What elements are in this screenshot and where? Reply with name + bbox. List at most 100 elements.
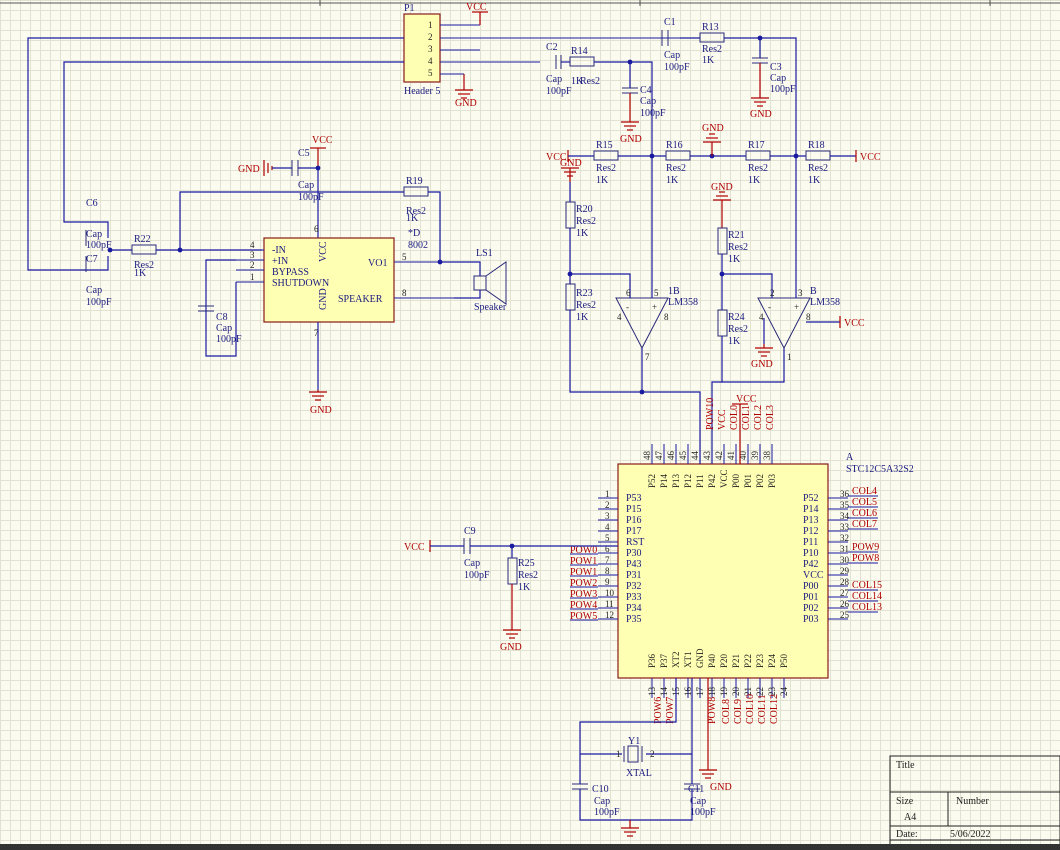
mcu-bottom-pin-name: P36 bbox=[647, 653, 657, 668]
mcu-left-net: POW1 bbox=[570, 567, 597, 578]
vo1-n2: 2 bbox=[250, 260, 255, 270]
r13-ref: R13 bbox=[702, 22, 719, 33]
mcu-bottom-pin-name: P24 bbox=[767, 653, 777, 668]
r16-ref: R16 bbox=[666, 140, 683, 151]
r20-val: 1K bbox=[576, 228, 589, 239]
mcu-left-pin-name: P31 bbox=[626, 570, 642, 581]
op1b-part: LM358 bbox=[668, 297, 698, 308]
c2-type: Cap bbox=[546, 74, 562, 85]
mcu-right-net: COL5 bbox=[852, 497, 877, 508]
r20-gnd: GND bbox=[560, 158, 582, 169]
mcu-right-pin-name: P12 bbox=[803, 526, 819, 537]
r20-type: Res2 bbox=[576, 216, 596, 227]
mcu-gnd: GND bbox=[710, 782, 732, 793]
mcu-bottom-pin-name: XT2 bbox=[671, 652, 681, 669]
r24-type: Res2 bbox=[728, 324, 748, 335]
mcu-right-net: COL4 bbox=[852, 486, 877, 497]
mcu-top-pin-num: 43 bbox=[702, 451, 712, 461]
title-block: Title Size A4 Number Date: 5/06/2022 bbox=[889, 755, 1060, 850]
r17-val: 1K bbox=[748, 175, 761, 186]
r17-type: Res2 bbox=[748, 163, 768, 174]
c6-ref: C6 bbox=[86, 198, 98, 209]
c6-type: Cap bbox=[86, 229, 102, 240]
mcu-top-net: COL0 bbox=[729, 405, 740, 430]
vo1-n5: 5 bbox=[402, 252, 407, 262]
vo1-in-pos: +IN bbox=[272, 256, 288, 267]
mcu-left-pin-num: 6 bbox=[605, 544, 610, 554]
mcu-right-pin-num: 28 bbox=[840, 577, 850, 587]
mcu-right-pin-name: P42 bbox=[803, 559, 819, 570]
r19-val: 1K bbox=[406, 213, 419, 224]
c7-ref: C7 bbox=[86, 254, 98, 265]
mcu-bottom-pin-name: P40 bbox=[707, 653, 717, 668]
r14-val: 1K bbox=[571, 76, 584, 87]
vo1-n7: 7 bbox=[314, 328, 319, 338]
title-label: Title bbox=[896, 760, 915, 771]
mcu-top-pin-name: P02 bbox=[755, 474, 765, 488]
mcu-bottom-pin-num: 16 bbox=[683, 687, 693, 697]
r22-type: Res2 bbox=[134, 260, 154, 271]
mcu-left-pin-num: 2 bbox=[605, 500, 610, 510]
mcu-bottom-net: POW8 bbox=[707, 697, 718, 724]
mcu-part: STC12C5A32S2 bbox=[846, 464, 914, 475]
c1-type: Cap bbox=[664, 50, 680, 61]
y1-n2: 2 bbox=[650, 749, 655, 759]
mcu-left-pin-name: P33 bbox=[626, 592, 642, 603]
c5-ref: C5 bbox=[298, 148, 310, 159]
op1b-n4: 4 bbox=[617, 312, 622, 322]
op2b-vcc: VCC bbox=[844, 318, 865, 329]
c11-type: Cap bbox=[690, 796, 706, 807]
mcu-left-pin-num: 1 bbox=[605, 489, 610, 499]
c3-ref: C3 bbox=[770, 62, 782, 73]
ls1-name: Speaker bbox=[474, 302, 507, 313]
r21-type: Res2 bbox=[728, 242, 748, 253]
mcu-left-pin-num: 8 bbox=[605, 566, 610, 576]
c7-val: 100pF bbox=[86, 297, 112, 308]
mcu-top-pin-name: P52 bbox=[647, 474, 657, 488]
c3-gnd: GND bbox=[750, 109, 772, 120]
mcu-left-pin-name: P35 bbox=[626, 614, 642, 625]
mcu-bottom-pin-num: 20 bbox=[731, 687, 741, 697]
mcu-bottom-net: COL10 bbox=[745, 694, 756, 724]
mcu-top-pin-name: P13 bbox=[671, 473, 681, 488]
r18-vcc: VCC bbox=[860, 152, 881, 163]
mcu-bottom-net: POW6 bbox=[653, 697, 664, 724]
op2b-n8: 8 bbox=[806, 312, 811, 322]
mcu-bottom-pin-name: GND bbox=[695, 648, 705, 668]
mcu-right-net: POW9 bbox=[852, 542, 879, 553]
size-label: Size bbox=[896, 796, 914, 807]
vo1-n8: 8 bbox=[402, 288, 407, 298]
r19-ref: R19 bbox=[406, 176, 423, 187]
mcu-bottom-pin-name: P21 bbox=[731, 654, 741, 668]
op2b-part: LM358 bbox=[810, 297, 840, 308]
r14-type: Res2 bbox=[580, 76, 600, 87]
c11-val: 100pF bbox=[690, 807, 716, 818]
mcu-right-pin-name: P01 bbox=[803, 592, 819, 603]
mcu-top-pin-name: VCC bbox=[719, 469, 729, 488]
r14-ref: R14 bbox=[571, 46, 588, 57]
mcu-bottom-pin-num: 19 bbox=[719, 687, 729, 697]
mcu-right-pin-num: 30 bbox=[840, 555, 850, 565]
mcu-right-pin-num: 29 bbox=[840, 566, 850, 576]
mcu-top-pin-name: P11 bbox=[695, 474, 705, 488]
mcu-left-net: POW0 bbox=[570, 545, 597, 556]
p1-vcc: VCC bbox=[466, 2, 487, 13]
svg-text:+: + bbox=[794, 302, 799, 312]
mcu-bottom-pin-num: 24 bbox=[779, 687, 789, 697]
r25-gnd: GND bbox=[500, 642, 522, 653]
mcu-top-pin-num: 40 bbox=[738, 451, 748, 461]
amplifier-vo1: -IN +IN BYPASS SHUTDOWN SPEAKER VO1 VCC … bbox=[236, 224, 454, 338]
vo1-vcc: VCC bbox=[318, 241, 329, 262]
mcu-bottom-pin-name: XT1 bbox=[683, 652, 693, 669]
op2b-n2: 2 bbox=[770, 288, 775, 298]
c10-ref: C10 bbox=[592, 784, 609, 795]
mcu-top-pin-num: 45 bbox=[678, 451, 688, 461]
op1b-ref: 1B bbox=[668, 286, 680, 297]
p1-name: Header 5 bbox=[404, 86, 440, 97]
mcu-top-pin-name: P14 bbox=[659, 473, 669, 488]
mcu-top-pin-num: 39 bbox=[750, 451, 760, 461]
c5-gnd: GND bbox=[238, 164, 260, 175]
mcu-left-pin-name: P17 bbox=[626, 526, 642, 537]
mcu-right-pin-name: P10 bbox=[803, 548, 819, 559]
